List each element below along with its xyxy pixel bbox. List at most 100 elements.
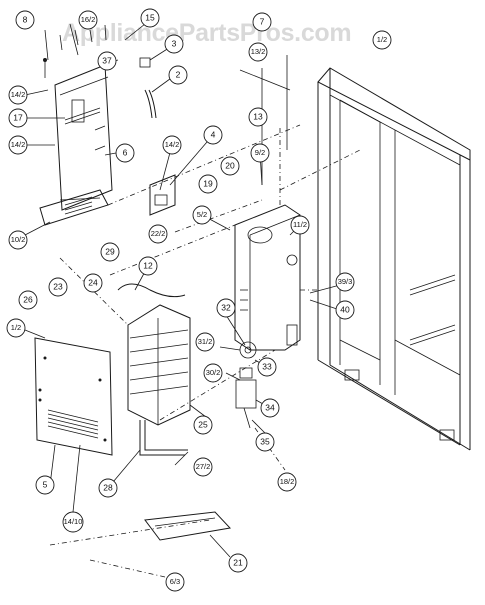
svg-text:2: 2	[176, 69, 181, 79]
callout-16-2: 16/2	[78, 10, 98, 30]
callout-35: 35	[255, 432, 275, 452]
svg-text:1/2: 1/2	[11, 323, 21, 332]
svg-text:22/2: 22/2	[151, 229, 166, 238]
callouts: 8 16/2 15 37 3 2 14/2 17 14/2 6 10/2 7 1…	[6, 8, 392, 592]
svg-text:24: 24	[88, 277, 98, 287]
svg-text:13: 13	[253, 111, 263, 121]
svg-text:39/3: 39/3	[338, 277, 353, 286]
svg-text:40: 40	[340, 304, 350, 314]
svg-text:17: 17	[13, 112, 23, 122]
svg-text:35: 35	[260, 436, 270, 446]
callout-25: 25	[193, 415, 213, 435]
callout-6: 6	[115, 143, 135, 163]
callout-23: 23	[48, 277, 68, 297]
callout-1-2-a: 1/2	[372, 30, 392, 50]
callout-27-2: 27/2	[193, 457, 213, 477]
callout-29: 29	[100, 242, 120, 262]
callout-8: 8	[15, 10, 35, 30]
callout-19: 19	[198, 174, 218, 194]
callout-32: 32	[216, 298, 236, 318]
callout-14-10: 14/10	[62, 511, 84, 533]
svg-text:1/2: 1/2	[377, 35, 387, 44]
callout-6-3: 6/3	[165, 572, 185, 592]
svg-text:29: 29	[105, 246, 115, 256]
svg-text:28: 28	[103, 482, 113, 492]
callout-24: 24	[83, 273, 103, 293]
svg-text:34: 34	[265, 402, 275, 412]
svg-text:20: 20	[225, 160, 235, 170]
callout-9-2: 9/2	[250, 143, 270, 163]
callout-14-2-c: 14/2	[162, 135, 182, 155]
callout-4: 4	[203, 125, 223, 145]
callout-40: 40	[335, 300, 355, 320]
callout-12: 12	[138, 256, 158, 276]
callout-15: 15	[140, 8, 160, 28]
svg-text:5: 5	[43, 479, 48, 489]
cabinet-frame	[317, 67, 471, 451]
callout-1-2-b: 1/2	[6, 318, 26, 338]
callout-5: 5	[35, 475, 55, 495]
svg-text:32: 32	[221, 302, 231, 312]
callout-17: 17	[8, 108, 28, 128]
callout-18-2: 18/2	[277, 472, 297, 492]
callout-3: 3	[164, 34, 184, 54]
svg-text:16/2: 16/2	[81, 15, 96, 24]
svg-text:8: 8	[23, 14, 28, 24]
callout-20: 20	[220, 156, 240, 176]
svg-text:6: 6	[123, 147, 128, 157]
svg-text:12: 12	[143, 260, 153, 270]
svg-text:26: 26	[23, 294, 33, 304]
callout-39-3: 39/3	[335, 272, 355, 292]
svg-text:10/2: 10/2	[11, 235, 26, 244]
evaporator-coil	[117, 283, 191, 456]
callout-31-2: 31/2	[195, 332, 215, 352]
rear-cover-panel	[34, 337, 113, 456]
svg-text:30/2: 30/2	[206, 368, 221, 377]
svg-text:31/2: 31/2	[198, 337, 213, 346]
drain-pan	[144, 511, 232, 541]
callout-37: 37	[97, 51, 117, 71]
svg-text:33: 33	[262, 361, 272, 371]
svg-text:9/2: 9/2	[255, 148, 265, 157]
svg-text:13/2: 13/2	[251, 47, 266, 56]
svg-text:14/2: 14/2	[11, 90, 26, 99]
callout-14-2-a: 14/2	[8, 85, 28, 105]
callout-13: 13	[248, 107, 268, 127]
callout-14-2-b: 14/2	[8, 135, 28, 155]
watermark: AppliancePartsPros.com	[62, 19, 351, 47]
svg-text:27/2: 27/2	[196, 462, 211, 471]
callout-7: 7	[252, 12, 272, 32]
callout-13-2: 13/2	[248, 42, 268, 62]
callout-10-2: 10/2	[8, 230, 28, 250]
svg-text:37: 37	[102, 55, 112, 65]
callout-26: 26	[18, 290, 38, 310]
svg-text:6/3: 6/3	[170, 577, 180, 586]
svg-text:7: 7	[260, 16, 265, 26]
svg-text:5/2: 5/2	[197, 210, 207, 219]
svg-text:25: 25	[198, 419, 208, 429]
callout-21: 21	[228, 553, 248, 573]
svg-text:19: 19	[203, 178, 213, 188]
callout-30-2: 30/2	[203, 363, 223, 383]
svg-text:14/10: 14/10	[64, 517, 83, 526]
callout-33: 33	[257, 357, 277, 377]
callout-22-2: 22/2	[148, 224, 168, 244]
callout-34: 34	[260, 398, 280, 418]
svg-text:11/2: 11/2	[293, 220, 307, 229]
svg-text:3: 3	[172, 38, 177, 48]
svg-text:14/2: 14/2	[165, 140, 180, 149]
svg-text:14/2: 14/2	[11, 140, 26, 149]
svg-text:23: 23	[53, 281, 63, 291]
fan-duct-assembly	[234, 204, 301, 351]
top-fasteners	[43, 24, 157, 119]
callout-2: 2	[168, 65, 188, 85]
bracket-part-4	[149, 174, 176, 216]
svg-text:15: 15	[145, 12, 155, 22]
svg-text:18/2: 18/2	[280, 477, 295, 486]
callout-28: 28	[98, 478, 118, 498]
fan-motor-parts	[235, 341, 257, 429]
svg-text:21: 21	[233, 557, 243, 567]
leader-lines	[19, 23, 361, 578]
